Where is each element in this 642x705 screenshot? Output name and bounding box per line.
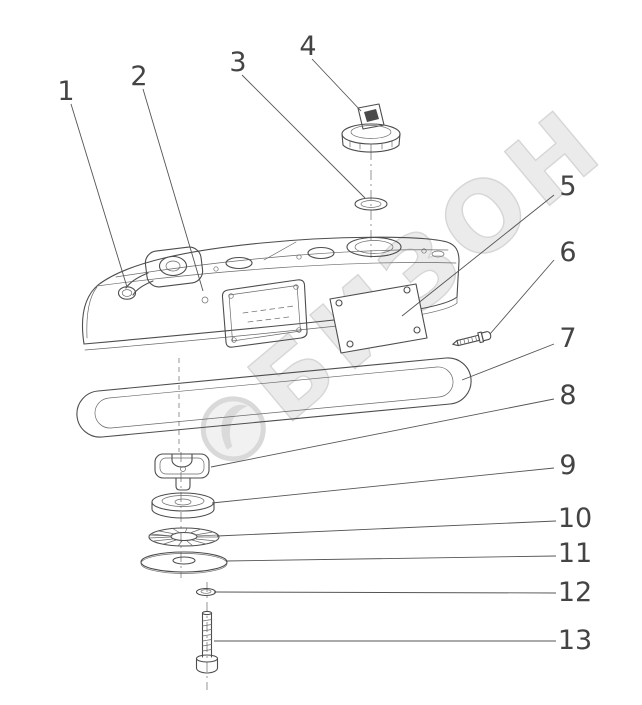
callout-13: 13	[558, 625, 592, 656]
bolt	[195, 610, 219, 674]
leader-line-3	[241, 74, 366, 199]
callout-9: 9	[559, 450, 576, 481]
callout-12: 12	[558, 577, 592, 608]
leader-line-10	[216, 520, 557, 537]
callout-4: 4	[299, 31, 316, 62]
leader-line-2	[142, 88, 204, 292]
cap-gasket	[354, 197, 388, 211]
small-washer	[195, 587, 217, 597]
cover-plate	[329, 283, 428, 354]
oil-filler-cap	[341, 103, 401, 153]
callout-5: 5	[559, 171, 576, 202]
screw	[452, 331, 492, 347]
leader-lines	[70, 58, 557, 642]
leader-line-6	[489, 259, 555, 335]
leader-line-11	[225, 555, 557, 562]
leader-line-1	[70, 103, 128, 288]
valve-cover	[81, 236, 460, 351]
callout-2: 2	[130, 61, 147, 92]
lock-washer	[148, 527, 220, 547]
callout-3: 3	[229, 47, 246, 78]
cup-washer	[151, 492, 215, 519]
leader-line-8	[210, 398, 555, 468]
leader-line-9	[211, 467, 555, 504]
clamp-bracket	[154, 453, 210, 491]
callout-7: 7	[559, 323, 576, 354]
callout-labels: 1 2 3 4 5 6 7 8 9 10 11 12 13	[57, 31, 592, 656]
callout-8: 8	[559, 380, 576, 411]
cover-gasket	[76, 357, 472, 438]
leader-line-5	[401, 194, 555, 317]
leader-line-12	[213, 591, 557, 594]
callout-11: 11	[558, 538, 592, 569]
leader-line-7	[461, 343, 555, 381]
leader-line-4	[311, 58, 362, 112]
callout-1: 1	[57, 76, 74, 107]
washer-plate	[140, 551, 228, 574]
callout-10: 10	[558, 503, 592, 534]
callout-6: 6	[559, 237, 576, 268]
watermark-logo-icon	[200, 396, 266, 462]
